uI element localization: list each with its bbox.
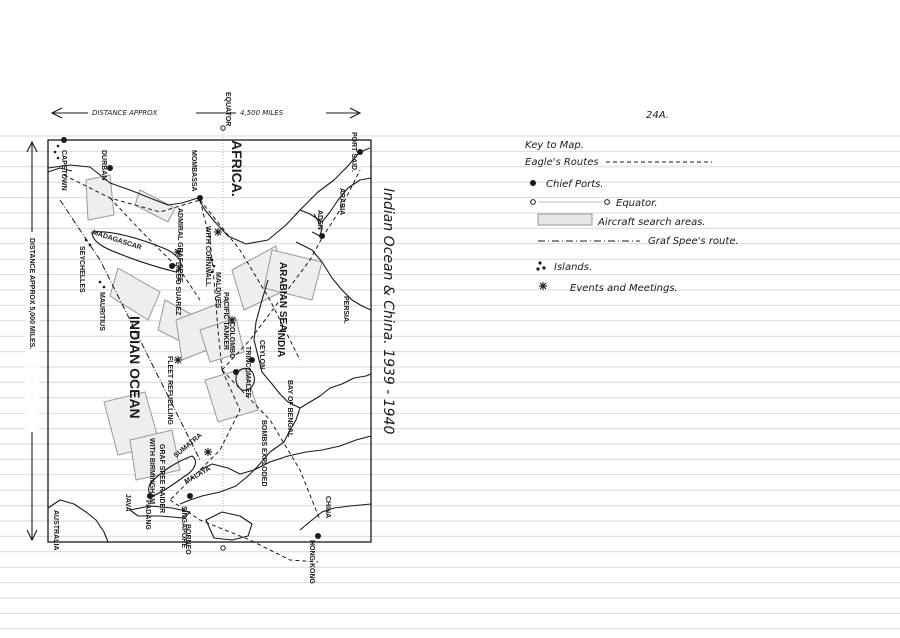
equator-symbol-left [530, 199, 536, 205]
key-title: Key to Map. [525, 140, 584, 151]
label-ceylon: CEYLON [258, 340, 265, 369]
label-java: JAVA [124, 494, 131, 512]
distance-label-bg [236, 104, 326, 118]
label-with-cornwall: WITH CORNWALL [204, 226, 211, 287]
asterisk-symbol [539, 282, 547, 290]
chief-ports [61, 137, 363, 539]
australia-coast [47, 499, 109, 543]
map-key: Key to Map. Eagle's Routes Chief Ports. … [525, 140, 739, 294]
label-bay-of-bengal: BAY OF BENGAL [286, 380, 293, 438]
key-item-label: Islands. [554, 262, 592, 273]
port-padang [147, 493, 153, 499]
aircraft-search-areas [85, 174, 323, 481]
key-item-label: Events and Meetings. [570, 283, 678, 294]
label-borneo: BORNEO [184, 524, 191, 555]
label-colombo: COLOMBO [228, 322, 235, 359]
coastlines [47, 147, 372, 543]
label-graf-spee-raider: GRAF SPEE RAIDER [158, 444, 165, 513]
arabia-outline [299, 177, 372, 223]
label-fleet-refuelling: FLEET REFUELLING [166, 356, 173, 425]
map-title: Indian Ocean & China. 1939 - 1940 [380, 188, 396, 434]
distance-label-bg [88, 104, 196, 118]
dots-symbol [536, 261, 546, 271]
place-labels: PORT SAID. CAPETOWN DURBAN MOMBASSA AFRI… [52, 132, 357, 585]
label-australia: AUSTRALIA [52, 510, 59, 550]
label-indian-ocean: INDIAN OCEAN [127, 316, 143, 419]
key-item-label: Chief Ports. [546, 179, 604, 190]
label-singapore: SINGAPORE [180, 506, 187, 548]
distance-horizontal-right: 4,500 MILES [240, 109, 284, 117]
label-arabia: ARABIA [338, 188, 345, 215]
africa-coast [47, 147, 371, 245]
label-durban: DURBAN [100, 150, 107, 180]
label-aden: ADEN [316, 210, 323, 230]
label-malaya: MALAYA [184, 465, 212, 485]
label-india: INDIA [275, 330, 286, 357]
key-item-label: Equator. [616, 198, 658, 209]
distance-label-bg [25, 232, 39, 432]
dot-symbol [530, 180, 536, 186]
port-durban [107, 165, 113, 171]
distance-horizontal-left: DISTANCE APPROX [92, 109, 158, 117]
india-outline [253, 279, 372, 409]
label-madagascar: MADAGASCAR [91, 229, 142, 252]
eagle-routes [63, 169, 361, 563]
label-arabian-sea: ARABIAN SEA [277, 262, 288, 331]
port-colombo [233, 369, 239, 375]
port-hong-kong [315, 533, 321, 539]
label-port-said: PORT SAID. [350, 132, 357, 172]
label-admiral-graf-spee: ADMIRAL GRAF SPEE [176, 208, 183, 283]
ceylon-outline [235, 367, 255, 391]
port-port-said [357, 149, 363, 155]
label-hong-kong: HONG KONG [308, 540, 315, 585]
equator-label: EQUATOR [224, 92, 231, 126]
port-singapore [187, 493, 193, 499]
malaya-outline [179, 441, 285, 505]
shaded-box-symbol [537, 213, 593, 226]
port-aden [319, 233, 325, 239]
label-mombassa: MOMBASSA [190, 150, 197, 192]
label-bombs-exploded: BOMBS EXPLODED [260, 420, 267, 487]
china-coast [299, 503, 372, 531]
events-and-meetings [174, 228, 236, 456]
label-capetown: CAPETOWN [60, 150, 67, 191]
label-diego-suarez: DIEGO SUAREZ [174, 262, 181, 316]
label-mauritius: MAURITIUS [98, 292, 105, 331]
madagascar-outline [91, 231, 182, 273]
graf-spee-route [59, 199, 201, 461]
islands [53, 144, 216, 289]
distance-vertical-label: DISTANCE APPROX 5,000 MILES. [28, 238, 35, 349]
label-trincomalee: TRINCOMALEE [244, 346, 251, 398]
label-padang: PADANG [144, 500, 151, 530]
key-item-label: Aircraft search areas. [597, 217, 706, 228]
label-with-birmingham: WITH BIRMINGHAM [148, 438, 155, 504]
persia-coast [295, 241, 372, 311]
equator-marker-top [220, 125, 226, 131]
port-mombassa [197, 195, 203, 201]
port-capetown [61, 137, 67, 143]
map-frame [47, 139, 372, 543]
equator-marker-bottom [220, 545, 226, 551]
label-pacific-tanker: PACIFIC TANKER [222, 292, 229, 350]
label-seychelles: SEYCHELLES [78, 246, 85, 293]
port-trincomalee [249, 357, 255, 363]
equator-symbol-right [604, 199, 610, 205]
key-item-label: Eagle's Routes [525, 157, 599, 168]
label-africa: AFRICA. [229, 140, 245, 197]
java-outline [129, 505, 191, 519]
label-maldives: MALDIVES [214, 272, 221, 309]
key-item-label: Graf Spee's route. [648, 236, 739, 247]
borneo-outline [205, 511, 253, 541]
label-china: CHINA [324, 496, 331, 518]
label-persia: PERSIA. [342, 296, 349, 324]
port-diego-suarez [169, 263, 175, 269]
page-number: 24A. [646, 110, 669, 121]
